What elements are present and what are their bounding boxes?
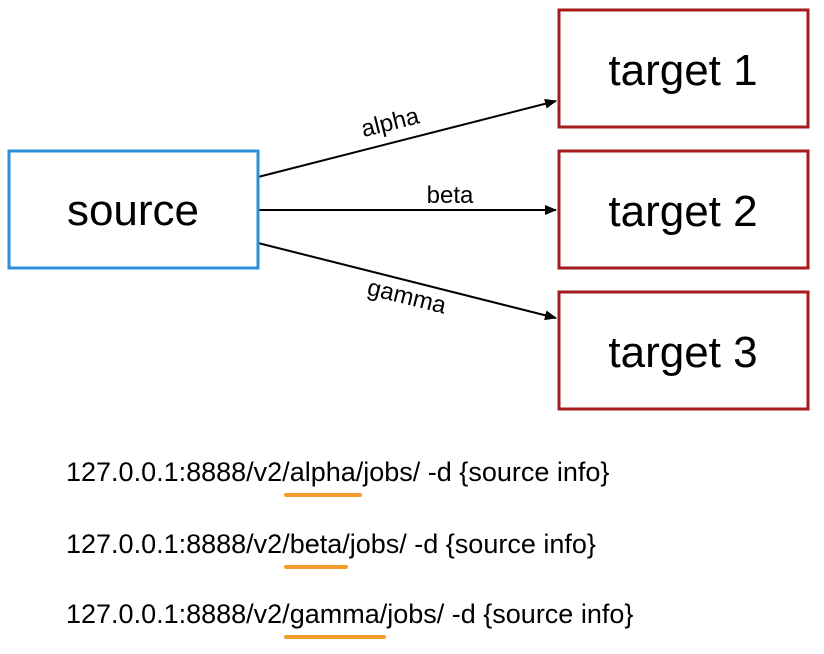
highlight-underline xyxy=(283,565,349,569)
command-line-gamma: 127.0.0.1:8888/v2/gamma/jobs/ -d {source… xyxy=(66,598,634,639)
highlight-underline xyxy=(283,635,386,639)
command-highlight-alpha: alpha xyxy=(283,456,362,497)
command-prefix: 127.0.0.1:8888/v2/ xyxy=(66,529,290,559)
target-node-3-box xyxy=(557,290,810,411)
routing-diagram: alpha beta gamma source target 1 target … xyxy=(7,8,810,411)
command-suffix: /jobs/ -d {source info} xyxy=(355,457,610,487)
command-line-beta: 127.0.0.1:8888/v2/beta/jobs/ -d {source … xyxy=(66,528,596,569)
highlight-underline xyxy=(283,493,362,497)
command-highlight-gamma: gamma xyxy=(283,598,386,639)
command-highlight-text: gamma xyxy=(289,599,380,629)
target-node-2-box xyxy=(557,149,810,270)
edge-alpha-arrow xyxy=(257,98,557,178)
command-highlight-text: beta xyxy=(289,529,343,559)
command-highlight-beta: beta xyxy=(283,528,349,569)
source-node-box xyxy=(7,149,260,270)
source-node-label: source xyxy=(67,186,199,235)
command-highlight-text: alpha xyxy=(289,457,356,487)
target-node-2-label: target 2 xyxy=(608,187,757,236)
command-line-alpha: 127.0.0.1:8888/v2/alpha/jobs/ -d {source… xyxy=(66,456,610,497)
target-node-1-label: target 1 xyxy=(608,46,757,95)
source-node: source xyxy=(7,149,260,270)
target-node-3-label: target 3 xyxy=(608,328,757,377)
target-node-2: target 2 xyxy=(557,149,810,270)
command-suffix: /jobs/ -d {source info} xyxy=(379,599,634,629)
command-prefix: 127.0.0.1:8888/v2/ xyxy=(66,599,290,629)
command-suffix: /jobs/ -d {source info} xyxy=(342,529,596,559)
command-prefix: 127.0.0.1:8888/v2/ xyxy=(66,457,290,487)
target-node-1-box xyxy=(557,8,810,129)
edge-label-beta: beta xyxy=(427,182,474,209)
target-node-3: target 3 xyxy=(557,290,810,411)
target-node-1: target 1 xyxy=(557,8,810,129)
edge-gamma-arrow xyxy=(257,242,557,321)
